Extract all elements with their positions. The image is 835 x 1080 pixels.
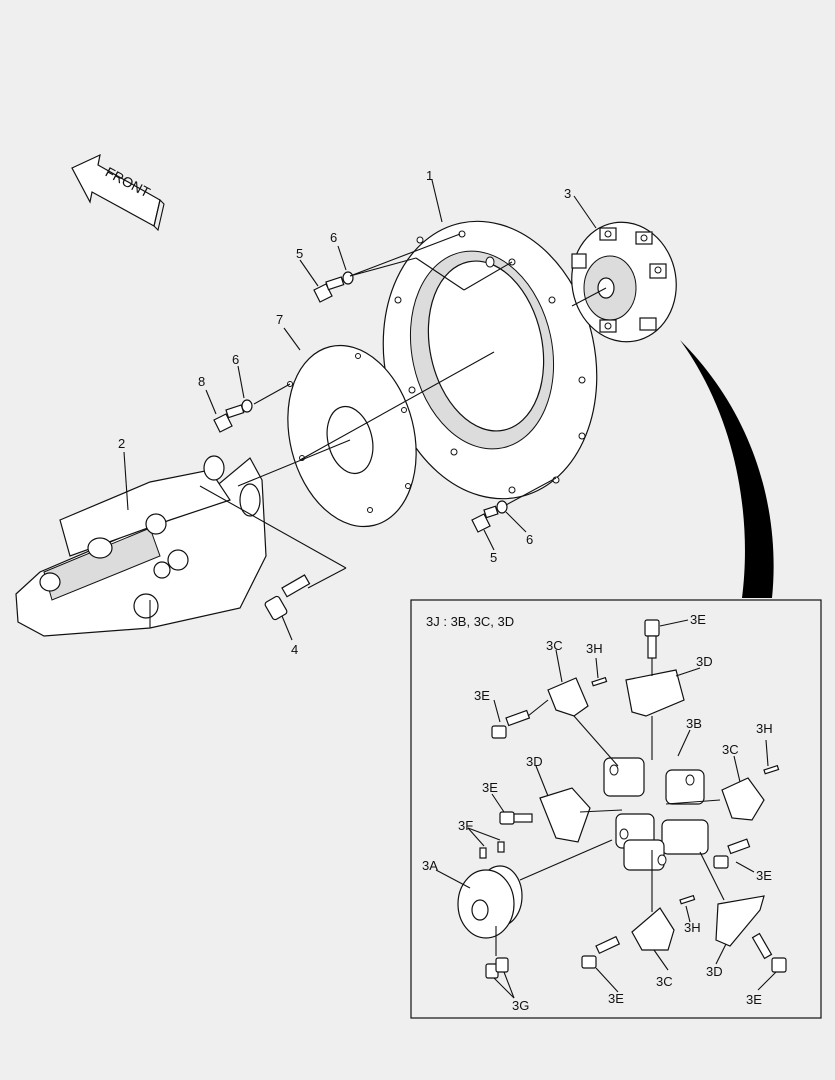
label-3a: 3A [422,858,438,873]
block-3d-top [625,669,685,717]
label-3e-bottom-left: 3E [608,991,624,1006]
main-leader-lines [123,179,607,641]
hub-3a [457,865,523,939]
pin-3h-top [591,676,608,687]
label-3e-mid-left: 3E [482,780,498,795]
inset-leader-lines [435,619,777,999]
bolt-3e-upper-left [491,709,531,739]
inset-title: 3J : 3B, 3C, 3D [426,614,514,629]
callout-6-upper: 6 [330,230,337,245]
callout-6-middle: 6 [232,352,239,367]
block-3d-bottom [715,895,765,947]
label-3e-top: 3E [690,612,706,627]
label-3e-upper-left: 3E [474,688,490,703]
bolt-3e-top [644,619,660,659]
label-3g: 3G [512,998,529,1013]
label-3c-right: 3C [722,742,739,757]
callout-1: 1 [426,168,433,183]
pin-3h-bottom [679,894,696,905]
bolt-3e-right [713,838,751,869]
callout-3: 3 [564,186,571,201]
label-3f: 3F [458,818,473,833]
label-3c-bottom: 3C [656,974,673,989]
callout-6-lower: 6 [526,532,533,547]
spider-3b [603,757,709,871]
bolt-5-upper [313,276,345,303]
label-3h-top: 3H [586,641,603,656]
inset-frame [410,599,822,1019]
block-3c-top [547,677,589,717]
callout-5-lower: 5 [490,550,497,565]
label-3c-top: 3C [546,638,563,653]
detail-pointer-swoosh [680,340,774,598]
set-screw-3f-b [497,841,505,853]
callout-8: 8 [198,374,205,389]
washer-6-upper [342,271,354,285]
socket-bolt-4 [264,574,311,621]
callout-7: 7 [276,312,283,327]
bolt-8 [213,404,245,433]
label-3b: 3B [686,716,702,731]
label-3d-top: 3D [696,654,713,669]
label-3e-right: 3E [756,868,772,883]
label-3d-bottom: 3D [706,964,723,979]
pin-3h-right [763,764,780,775]
set-screw-3f-a [479,847,487,859]
plug-3g-b [495,957,509,973]
flexible-coupling-3 [571,221,677,343]
label-3h-right: 3H [756,721,773,736]
bolt-3e-bottom-right [751,932,787,973]
bolt-3e-bottom-left [581,935,621,969]
hydraulic-pump-2 [15,455,267,637]
block-3c-bottom [631,907,675,951]
block-3c-right [721,777,765,821]
washer-6-middle [241,399,253,413]
bolt-5-lower [471,505,499,533]
bolt-3e-mid-left [499,811,533,825]
front-direction-arrow: FRONT [71,153,165,232]
callout-2: 2 [118,436,125,451]
washer-6-lower [496,500,508,514]
block-3d-left [539,787,591,843]
detail-inset: 3J : 3B, 3C, 3D [410,599,822,1019]
flange-housing-1 [382,220,598,500]
label-3e-bottom-right: 3E [746,992,762,1007]
label-3h-bottom: 3H [684,920,701,935]
callout-5-upper: 5 [296,246,303,261]
callout-4: 4 [291,642,298,657]
label-3d-left: 3D [526,754,543,769]
